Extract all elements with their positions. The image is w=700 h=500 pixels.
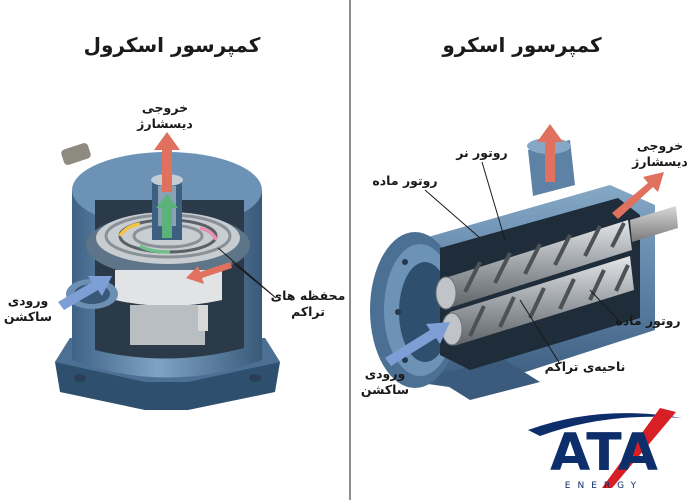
scroll-suction-label-line2: ساکشن [4,309,52,324]
scroll-internal-flow-arrow [156,194,178,238]
ata-energy-logo: ATA ENERGY [528,408,682,491]
scroll-pockets-leader-line [217,247,277,299]
screw-discharge-arrow-top [537,124,563,182]
scroll-title: کمپرسور اسکرول [84,33,261,58]
scroll-discharge-label-line2: دیسشارژ [136,116,193,131]
screw-title: کمپرسور اسکرو [441,33,602,58]
screw-male-rotor-label: روتور نر [455,145,508,160]
scroll-discharge-arrow [154,132,180,192]
screw-female-rotor-label-right: روتور ماده [615,313,680,328]
scroll-compression-arrow [186,262,232,284]
screw-compression-zone-leader [519,299,561,365]
screw-female-rotor-leader-top [424,189,481,239]
scroll-pockets-label-line1: محفظه های [271,288,346,303]
screw-female-rotor-leader-right [589,289,621,323]
logo-swoosh [528,413,682,436]
scroll-discharge-label-line1: خروجی [142,100,188,115]
scroll-pockets-label-line2: تراکم [291,304,325,319]
screw-discharge-label-line1: خروجی [637,138,683,153]
scroll-suction-label-line1: ورودی [8,293,49,308]
logo-red-accent [602,408,676,488]
screw-discharge-label-line2: دیسشارژ [631,154,688,169]
logo-brand-text: ATA [550,423,658,483]
scroll-compressor-illustration [55,143,280,410]
screw-male-rotor-leader [481,161,506,241]
screw-suction-arrow [385,322,450,366]
screw-compression-zone-label: ناحیه‌ی تراکم [545,359,626,374]
logo-sub-text: ENERGY [565,481,643,491]
screw-suction-label-line2: ساکشن [361,382,409,397]
screw-discharge-arrow-right [612,172,664,219]
screw-suction-label-line1: ورودی [365,366,406,381]
scroll-suction-arrow [58,276,112,310]
screw-compressor-illustration [370,138,678,400]
screw-female-rotor-label-top: روتور ماده [372,173,437,188]
